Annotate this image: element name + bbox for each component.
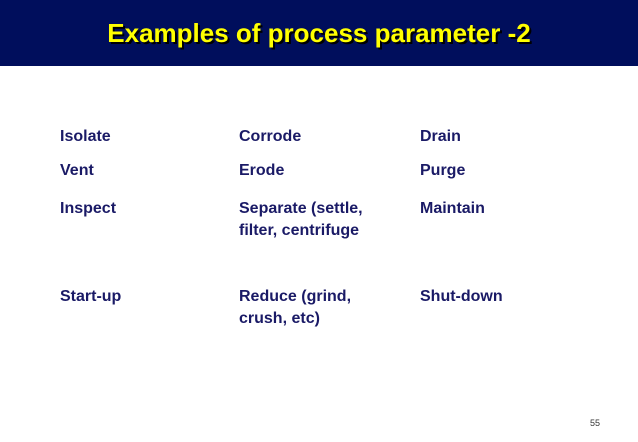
- table-cell: Corrode: [239, 128, 302, 145]
- table-cell: Isolate: [60, 128, 111, 145]
- slide-title: Examples of process parameter -2: [107, 18, 531, 48]
- table-cell: Vent: [60, 162, 94, 179]
- table-cell: Shut-down: [420, 288, 503, 305]
- table-cell: Separate (settle, filter, centrifuge: [239, 200, 363, 239]
- table-cell: Drain: [420, 128, 461, 145]
- title-bar: Examples of process parameter -2: [0, 0, 638, 66]
- table-cell: Purge: [420, 162, 466, 179]
- table-cell: Reduce (grind, crush, etc): [239, 288, 352, 327]
- table-cell: Erode: [239, 162, 285, 179]
- table-cell: Inspect: [60, 200, 117, 217]
- table-cell: Start-up: [60, 288, 122, 305]
- table-cell: Maintain: [420, 200, 485, 217]
- page-number: 55: [589, 418, 600, 428]
